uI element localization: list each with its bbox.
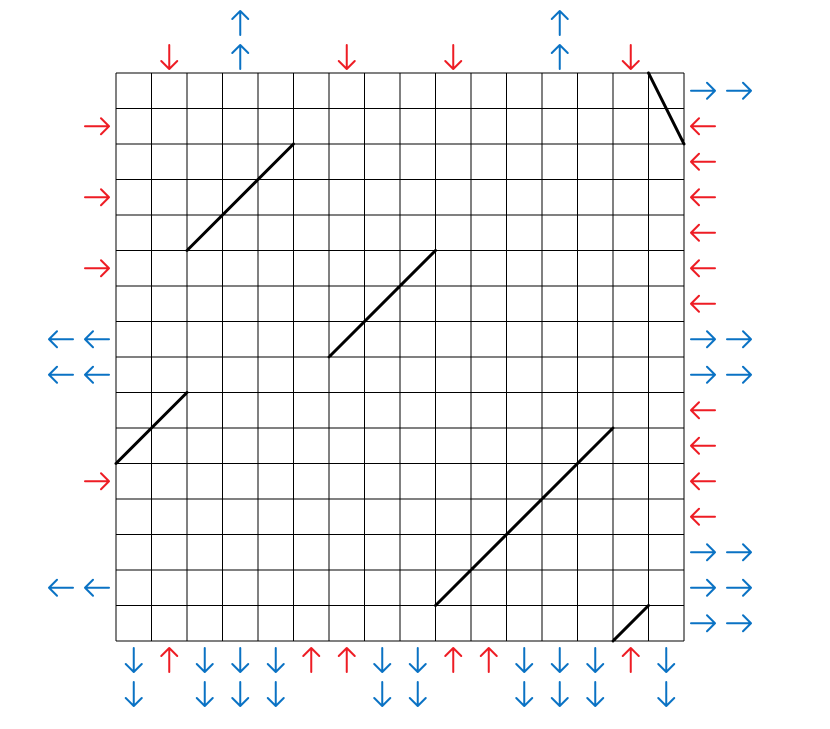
arrow-down-icon [444, 44, 463, 70]
arrow-right-icon [726, 330, 752, 349]
mirror-backslash [647, 71, 686, 146]
arrow-right-icon [690, 365, 716, 384]
arrow-down-icon [515, 647, 534, 673]
arrow-right-icon [84, 259, 110, 278]
mirror-slash [185, 142, 295, 252]
arrow-up-icon [231, 10, 250, 36]
arrow-left-icon [690, 117, 716, 136]
arrow-up-icon [621, 647, 640, 673]
arrow-down-icon [657, 647, 676, 673]
arrow-up-icon [444, 647, 463, 673]
arrow-down-icon [195, 647, 214, 673]
arrow-down-icon [160, 44, 179, 70]
arrow-right-icon [726, 81, 752, 100]
arrow-left-icon [690, 507, 716, 526]
mirror-slash [327, 249, 437, 359]
arrow-up-icon [302, 647, 321, 673]
arrow-left-icon [690, 294, 716, 313]
arrow-right-icon [726, 543, 752, 562]
arrow-down-icon [124, 647, 143, 673]
arrow-down-icon [337, 44, 356, 70]
arrow-up-icon [550, 44, 569, 70]
arrow-right-icon [84, 472, 110, 491]
arrow-down-icon [586, 647, 605, 673]
arrow-up-icon [231, 44, 250, 70]
arrow-up-icon [479, 647, 498, 673]
mirror-slash [114, 391, 189, 465]
arrow-down-icon [231, 647, 250, 673]
arrow-left-icon [690, 188, 716, 207]
arrow-right-icon [726, 614, 752, 633]
arrow-down-icon [266, 681, 285, 707]
arrow-down-icon [657, 681, 676, 707]
arrow-left-icon [48, 578, 74, 597]
arrow-down-icon [373, 647, 392, 673]
arrow-right-icon [84, 188, 110, 207]
arrow-left-icon [84, 578, 110, 597]
arrow-left-icon [690, 472, 716, 491]
arrow-left-icon [84, 330, 110, 349]
arrow-right-icon [726, 578, 752, 597]
arrow-down-icon [373, 681, 392, 707]
mirror-layer [114, 71, 686, 643]
arrow-down-icon [124, 681, 143, 707]
arrow-left-icon [690, 401, 716, 420]
grid [115, 72, 685, 642]
arrow-down-icon [550, 681, 569, 707]
arrow-left-icon [84, 365, 110, 384]
arrow-left-icon [48, 365, 74, 384]
arrow-down-icon [408, 647, 427, 673]
arrow-up-icon [337, 647, 356, 673]
arrow-left-icon [690, 152, 716, 171]
arrow-down-icon [195, 681, 214, 707]
arrow-up-icon [550, 10, 569, 36]
mirror-slash [611, 604, 650, 643]
arrow-right-icon [84, 117, 110, 136]
arrow-down-icon [231, 681, 250, 707]
arrow-right-icon [690, 614, 716, 633]
arrow-down-icon [408, 681, 427, 707]
arrow-right-icon [690, 543, 716, 562]
arrow-down-icon [586, 681, 605, 707]
arrow-down-icon [621, 44, 640, 70]
arrow-right-icon [726, 365, 752, 384]
arrow-right-icon [690, 81, 716, 100]
mirror-slash [434, 426, 615, 607]
arrow-up-icon [160, 647, 179, 673]
arrow-right-icon [690, 330, 716, 349]
arrow-left-icon [690, 436, 716, 455]
arrow-layer [48, 10, 752, 707]
arrow-down-icon [266, 647, 285, 673]
arrow-left-icon [690, 259, 716, 278]
arrow-left-icon [48, 330, 74, 349]
arrow-down-icon [550, 647, 569, 673]
arrow-left-icon [690, 223, 716, 242]
arrow-right-icon [690, 578, 716, 597]
arrow-down-icon [515, 681, 534, 707]
